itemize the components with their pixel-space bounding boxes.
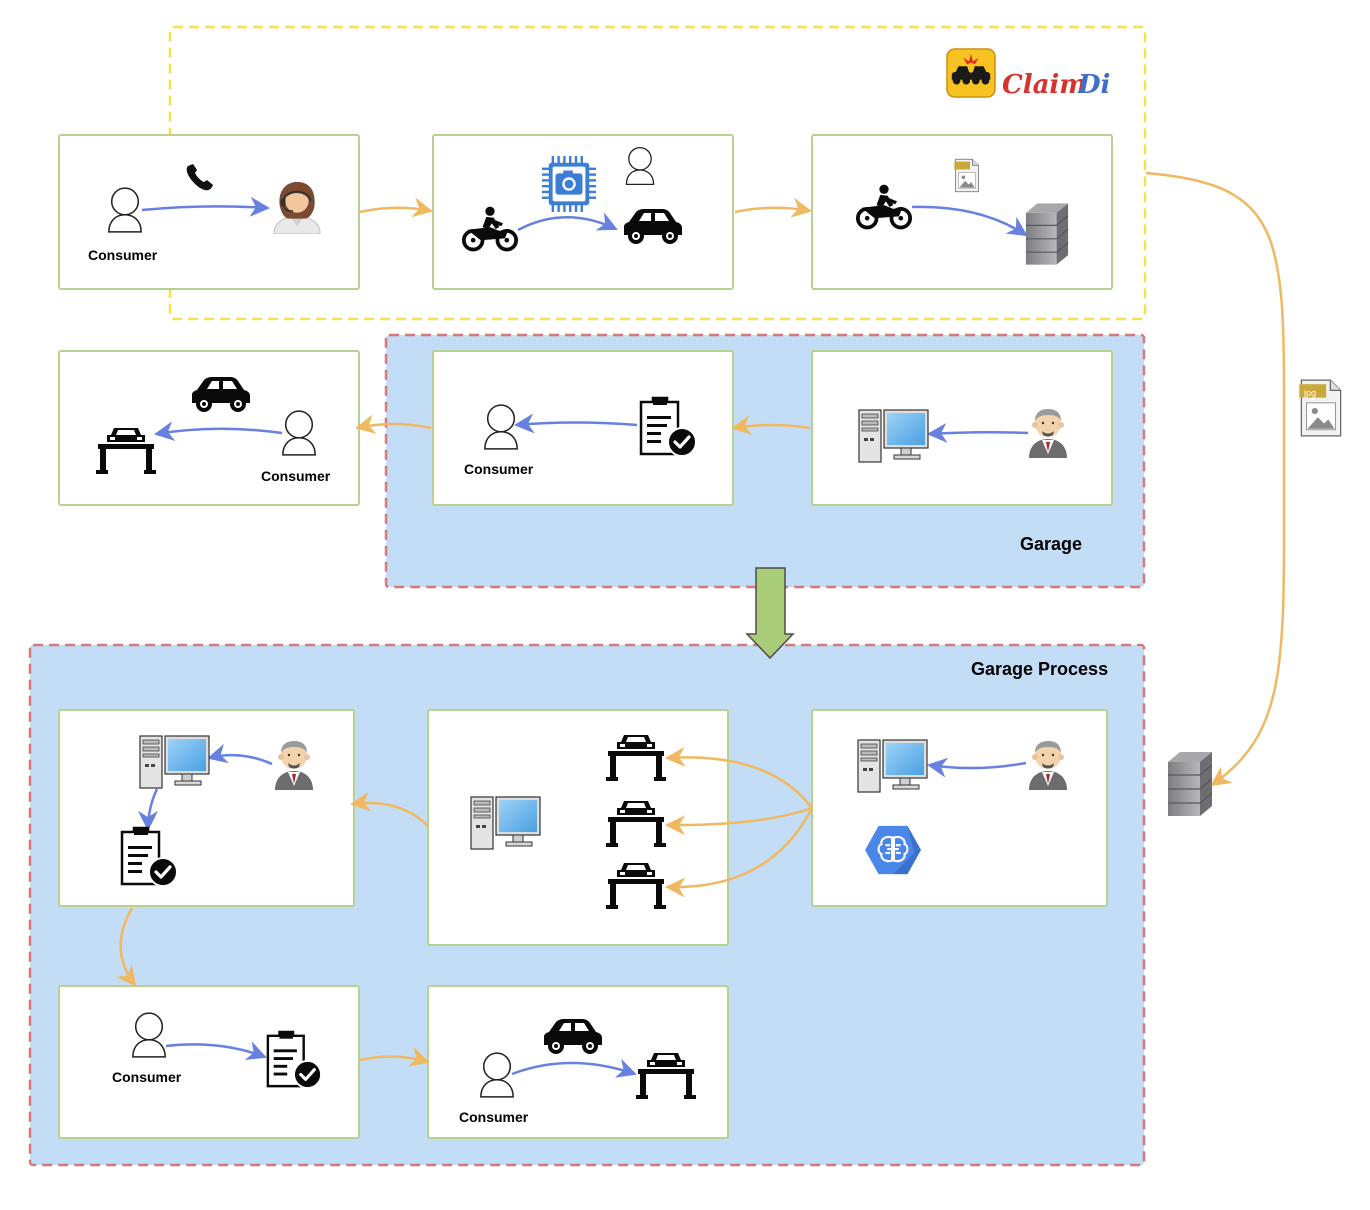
action-arrow	[514, 413, 638, 434]
flow-arrow	[665, 746, 813, 809]
action-arrow	[511, 1058, 637, 1078]
action-arrow	[207, 743, 273, 766]
claimdi-logo-icon	[946, 48, 996, 98]
flow-arrow	[355, 414, 432, 434]
iot-camera-chip-icon	[542, 156, 596, 212]
claimdi-region	[168, 25, 1147, 321]
flow-arrow	[665, 807, 814, 898]
flow-arrow	[359, 197, 433, 218]
data-upload-arrow	[1145, 171, 1286, 787]
consumer-label: Consumer	[88, 247, 158, 263]
consumer-label: Consumer	[261, 468, 331, 484]
step-box-call-agent	[58, 134, 360, 290]
flow-arrow	[665, 806, 813, 836]
flow-arrow	[359, 1047, 430, 1067]
garage-to-process-arrow	[745, 567, 795, 660]
action-arrow	[141, 196, 270, 217]
action-arrow	[927, 757, 1027, 778]
jpg-file-icon	[953, 158, 979, 193]
claimdi-brand-part1: Claim	[1002, 70, 1087, 100]
flow-arrow	[350, 791, 429, 827]
consumer-label: Consumer	[459, 1109, 529, 1125]
consumer-label: Consumer	[464, 461, 534, 477]
flow-arrow	[116, 907, 137, 987]
action-arrow	[911, 205, 1028, 237]
database-server-icon	[1167, 751, 1213, 817]
step-box-consumer-approve	[58, 985, 360, 1139]
step-box-garage-review	[811, 350, 1113, 506]
garage-region-title: Garage	[1020, 534, 1082, 554]
phone-icon	[186, 164, 213, 191]
step-box-approval	[432, 350, 734, 506]
action-arrow	[154, 421, 283, 441]
jpg-file-badge-label: jpg	[1303, 388, 1316, 398]
flow-arrow	[731, 415, 811, 436]
claimdi-brand-part2: Di	[1077, 70, 1110, 100]
action-arrow	[138, 788, 159, 831]
action-arrow	[517, 212, 618, 232]
action-arrow	[927, 422, 1029, 443]
step-box-lift-scheduling	[427, 709, 729, 946]
consumer-label: Consumer	[112, 1069, 182, 1085]
step-box-iot-camera	[432, 134, 734, 290]
database-server-icon	[1025, 202, 1069, 266]
step-box-ai-assessment	[811, 709, 1108, 907]
action-arrow	[165, 1041, 267, 1060]
garage-process-region-title: Garage Process	[971, 659, 1108, 679]
flow-arrow	[734, 197, 812, 218]
